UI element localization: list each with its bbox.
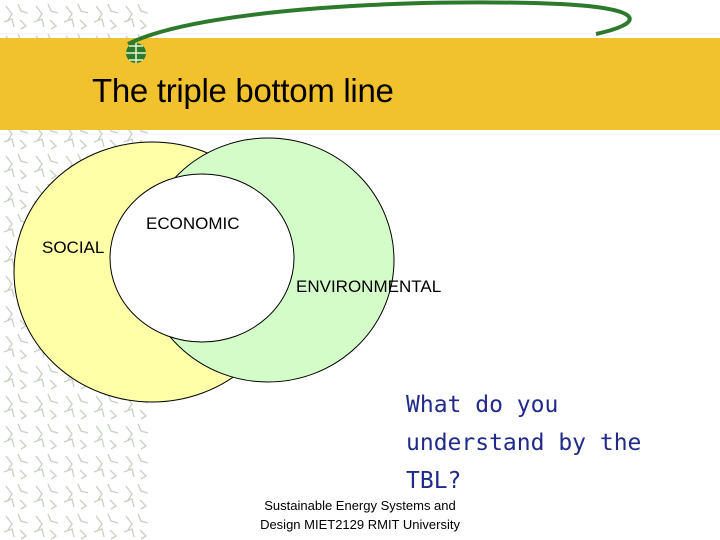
social-label: SOCIAL <box>42 238 105 257</box>
title-decoration <box>126 0 632 63</box>
title-bar <box>0 38 720 130</box>
environmental-label: ENVIRONMENTAL <box>296 277 442 296</box>
economic-label: ECONOMIC <box>146 214 240 233</box>
slide-title: The triple bottom line <box>92 72 394 109</box>
globe-icon <box>126 43 146 63</box>
slide-footer: Sustainable Energy Systems and Design MI… <box>260 498 460 532</box>
question-text: What do you understand by the TBL? <box>406 392 642 494</box>
economic-circle <box>109 173 295 343</box>
